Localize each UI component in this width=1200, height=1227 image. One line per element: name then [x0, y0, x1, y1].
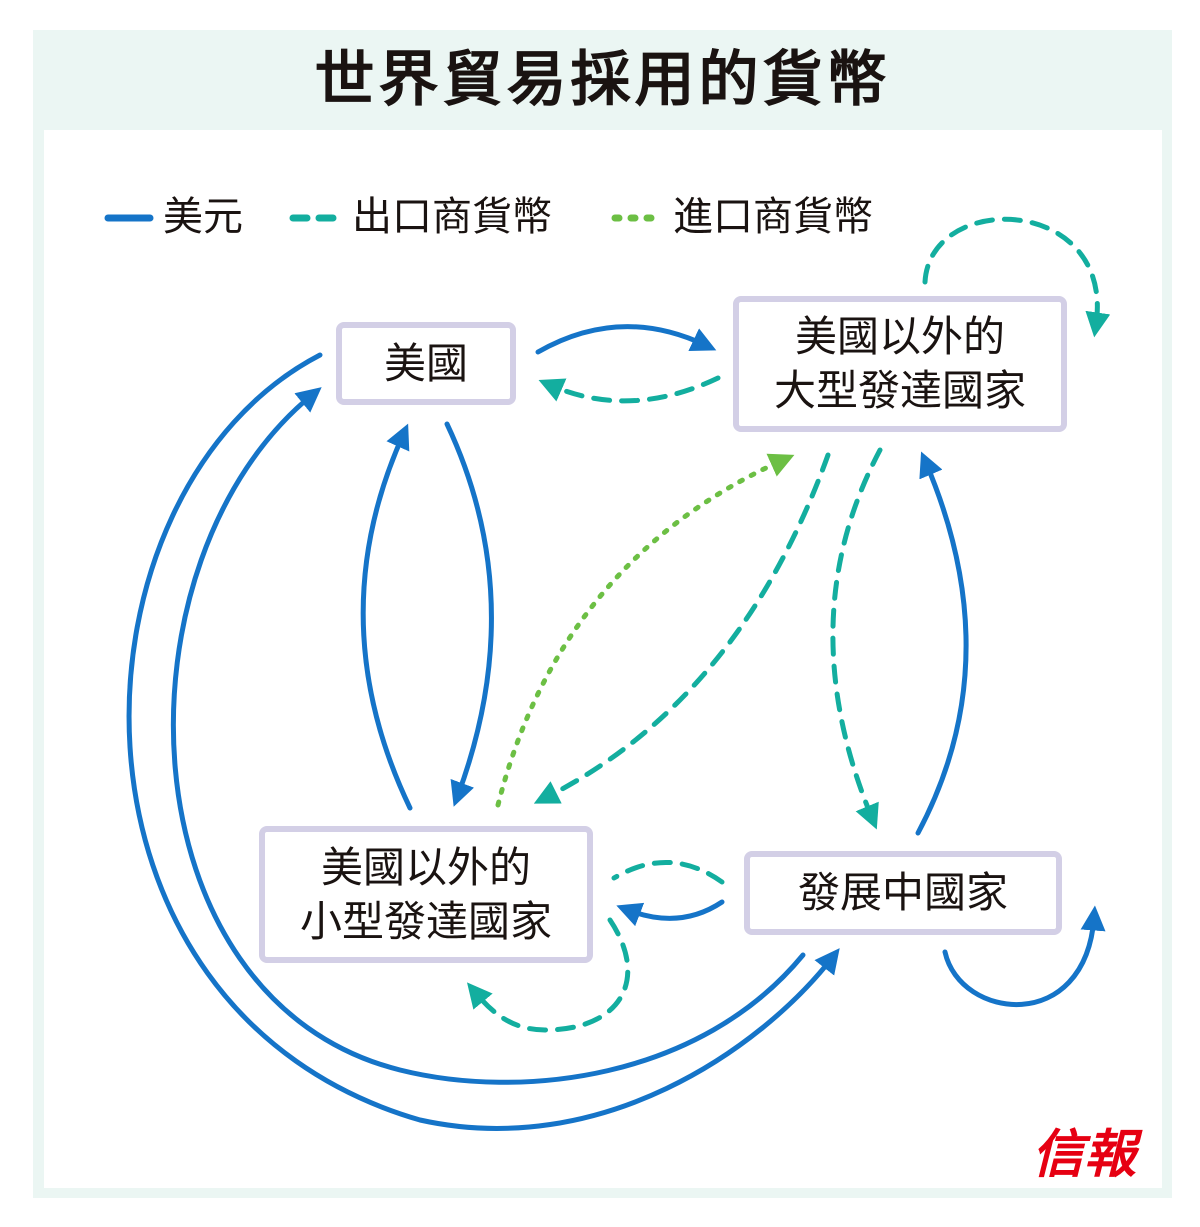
node-us-label: 美國: [383, 338, 468, 388]
edge-large-to-small: [533, 452, 831, 804]
node-developing: 發展中國家: [744, 851, 1062, 935]
logo: 信報: [1032, 1124, 1137, 1185]
node-small-line1: 美國以外的: [320, 842, 531, 892]
edge-us-to-dev: [126, 352, 840, 1131]
node-us: 美國: [336, 322, 516, 405]
edge-dev-to-large: [915, 451, 969, 836]
edge-us-to-large: [535, 324, 717, 355]
node-developing-label: 發展中國家: [797, 868, 1008, 917]
legend-usd-label: 美元: [163, 194, 243, 240]
edge-small-to-us: [360, 423, 413, 811]
edge-large-to-dev: [830, 447, 883, 830]
edge-dev-to-small: [616, 899, 725, 927]
node-small-developed: 美國以外的小型發達國家: [259, 826, 593, 963]
edge-small-to-large: [495, 453, 795, 808]
node-large-line1: 美國以外的: [794, 312, 1005, 361]
node-large-developed: 美國以外的大型發達國家: [733, 296, 1067, 432]
legend-importer-label: 進口商貨幣: [673, 194, 873, 240]
edge-dev-to-small-exporter: [611, 860, 725, 885]
edge-large-self: [922, 216, 1111, 338]
node-small-line2: 小型發達國家: [299, 896, 552, 946]
edge-dev-self: [942, 905, 1106, 1007]
legend-exporter-label: 出口商貨幣: [352, 194, 552, 240]
edge-small-self: [466, 917, 631, 1033]
edge-us-to-small: [444, 421, 494, 807]
edge-large-to-us: [538, 375, 721, 404]
page-title: 世界貿易採用的貨幣: [314, 45, 891, 115]
node-large-line2: 大型發達國家: [773, 366, 1026, 415]
edge-dev-to-us: [170, 387, 806, 1085]
